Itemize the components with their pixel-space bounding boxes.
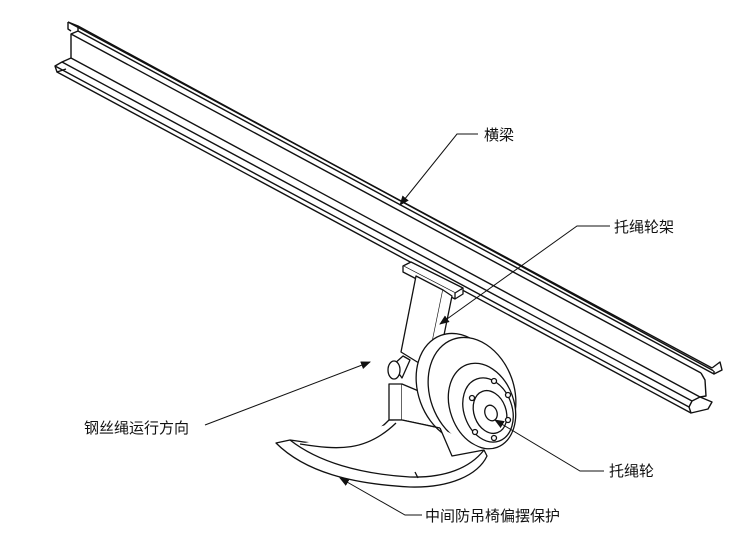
label-crossbeam: 横梁 bbox=[484, 126, 515, 144]
crossbeam-i-beam bbox=[54, 21, 723, 414]
leader-crossbeam bbox=[399, 133, 478, 206]
leader-rope-wheel bbox=[494, 419, 604, 472]
label-rope-support-frame: 托绳轮架 bbox=[614, 218, 675, 236]
label-rope-wheel: 托绳轮 bbox=[609, 462, 655, 480]
leader-lines bbox=[204, 133, 610, 516]
anti-swing-saddle bbox=[275, 419, 488, 488]
leader-rope-support-frame bbox=[439, 225, 610, 325]
leader-rope-direction bbox=[204, 361, 371, 426]
label-anti-swing-protection: 中间防吊椅偏摆保护 bbox=[425, 507, 561, 525]
label-rope-direction: 钢丝绳运行方向 bbox=[84, 419, 190, 437]
leader-anti-swing bbox=[339, 477, 422, 516]
